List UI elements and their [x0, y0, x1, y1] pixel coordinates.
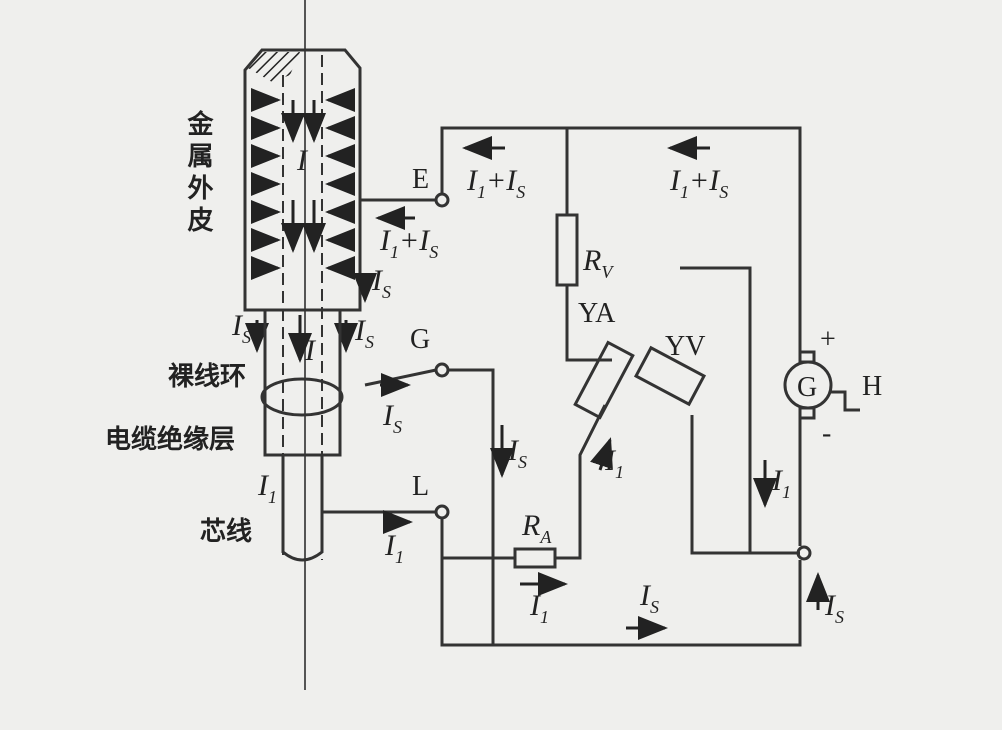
terminal-l[interactable]: [434, 504, 450, 520]
coil-yv: [633, 345, 707, 407]
svg-text:I1: I1: [384, 529, 404, 567]
cable: [243, 0, 377, 690]
label-rv: RV: [582, 244, 614, 282]
svg-text:IS: IS: [639, 579, 659, 617]
label-g: G: [410, 324, 430, 355]
resistor-ra: [513, 547, 557, 569]
svg-text:IS: IS: [354, 314, 374, 352]
svg-text:I1: I1: [257, 469, 277, 507]
wires: [322, 126, 860, 647]
svg-text:IS: IS: [507, 434, 527, 472]
bare-wire-ring: [260, 377, 344, 417]
cable-insulation: [263, 310, 342, 457]
radial-current-arrows: [245, 88, 377, 363]
svg-text:IS: IS: [382, 399, 402, 437]
label-yv: YV: [665, 331, 705, 362]
svg-text:I1+IS: I1+IS: [669, 164, 728, 202]
label-minus: -: [822, 418, 831, 449]
label-ya: YA: [578, 298, 616, 329]
svg-text:I1+IS: I1+IS: [379, 224, 438, 262]
label-insulation: 电缆绝缘层: [105, 424, 235, 455]
svg-text:IS: IS: [231, 309, 251, 347]
cable-core: [281, 455, 324, 562]
label-metal-sheath: 金属外皮: [183, 109, 214, 238]
svg-text:IS: IS: [824, 589, 844, 627]
svg-text:I1+IS: I1+IS: [466, 164, 525, 202]
label-e: E: [412, 164, 429, 195]
svg-text:I: I: [296, 144, 309, 177]
svg-text:I: I: [304, 334, 317, 367]
crank-handle: [831, 390, 860, 412]
label-generator: G: [797, 372, 817, 403]
label-plus: +: [820, 324, 836, 355]
svg-text:I1: I1: [771, 464, 791, 502]
terminal-e[interactable]: [434, 192, 450, 208]
node-junction: [796, 545, 812, 561]
metal-sheath: [243, 48, 362, 312]
label-bare-ring: 裸线环: [168, 362, 246, 392]
coil-ya: [573, 340, 635, 420]
svg-text:I1: I1: [529, 589, 549, 627]
svg-text:IS: IS: [371, 264, 391, 302]
current-labels: I1+IS I1+IS I1+IS IS I IS IS I IS I1 I1 …: [231, 144, 844, 627]
resistor-rv: [555, 213, 579, 287]
current-arrows: [375, 136, 830, 640]
sheath-hatch: [248, 52, 300, 82]
terminal-g[interactable]: [434, 362, 450, 378]
svg-text:I1: I1: [604, 444, 624, 482]
label-l: L: [412, 471, 429, 502]
label-h: H: [862, 371, 882, 402]
label-ra: RA: [521, 509, 552, 547]
label-core: 芯线: [200, 517, 252, 547]
